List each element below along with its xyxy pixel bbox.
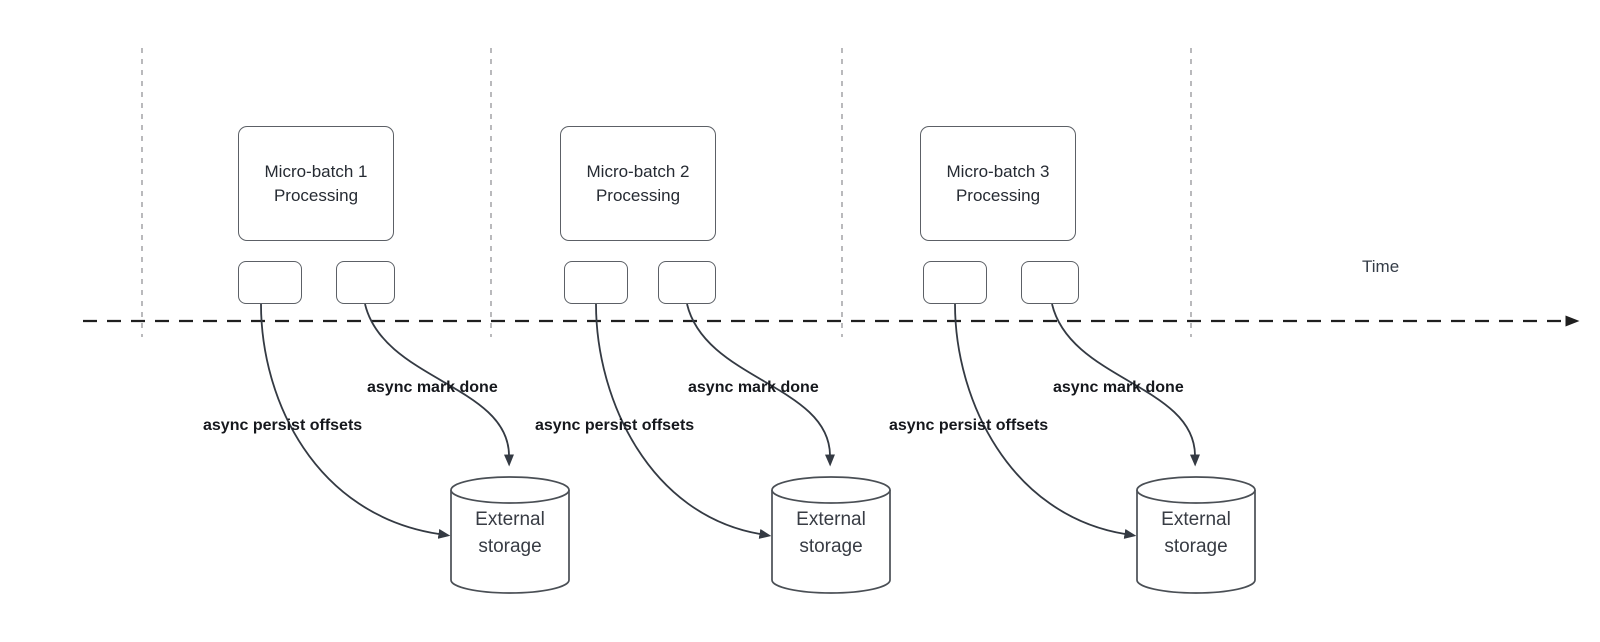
mark-done-arrow	[686, 303, 835, 467]
batch-2-mark-done-task-box	[658, 261, 716, 304]
external-storage-cylinder	[1136, 476, 1256, 594]
micro-batch-2-processing-box: Micro-batch 2 Processing	[560, 126, 716, 241]
batch-3-persist-offsets-label: async persist offsets	[889, 417, 1049, 434]
persist-offsets-arrow	[260, 303, 451, 539]
persist-offsets-arrow	[595, 303, 772, 539]
batch-3-external-storage-label: External storage	[1161, 509, 1231, 557]
cylinder-body	[450, 490, 570, 594]
mark-done-arrow	[1051, 303, 1200, 467]
micro-batch-3-processing-box: Micro-batch 3 Processing	[920, 126, 1076, 241]
batch-2-persist-offsets-label: async persist offsets	[535, 417, 695, 434]
persist-offsets-arrow	[954, 303, 1137, 539]
batch-1-external-storage-label: External storage	[475, 509, 545, 557]
micro-batch-1-processing-box: Micro-batch 1 Processing	[238, 126, 394, 241]
cylinder-body	[771, 490, 891, 594]
time-axis-label: Time	[1362, 257, 1400, 276]
batch-1-mark-done-label: async mark done	[367, 379, 498, 396]
micro-batch-3-title: Micro-batch 3 Processing	[946, 161, 1050, 205]
cylinder-top	[450, 476, 570, 504]
cylinder-top	[1136, 476, 1256, 504]
external-storage-cylinder	[450, 476, 570, 594]
cylinder-top	[771, 476, 891, 504]
micro-batch-2-title: Micro-batch 2 Processing	[586, 161, 690, 205]
batch-2-external-storage-label: External storage	[796, 509, 866, 557]
batch-2-persist-task-box	[564, 261, 628, 304]
batch-3-mark-done-task-box	[1021, 261, 1079, 304]
batch-3-mark-done-label: async mark done	[1053, 379, 1184, 396]
batch-1-persist-task-box	[238, 261, 302, 304]
batch-1-mark-done-task-box	[336, 261, 395, 304]
micro-batch-1-title: Micro-batch 1 Processing	[264, 161, 368, 205]
batch-2-mark-done-label: async mark done	[688, 379, 819, 396]
batch-1-persist-offsets-label: async persist offsets	[203, 417, 363, 434]
external-storage-cylinder	[771, 476, 891, 594]
mark-done-arrow	[364, 303, 514, 467]
batch-3-persist-task-box	[923, 261, 987, 304]
cylinder-body	[1136, 490, 1256, 594]
